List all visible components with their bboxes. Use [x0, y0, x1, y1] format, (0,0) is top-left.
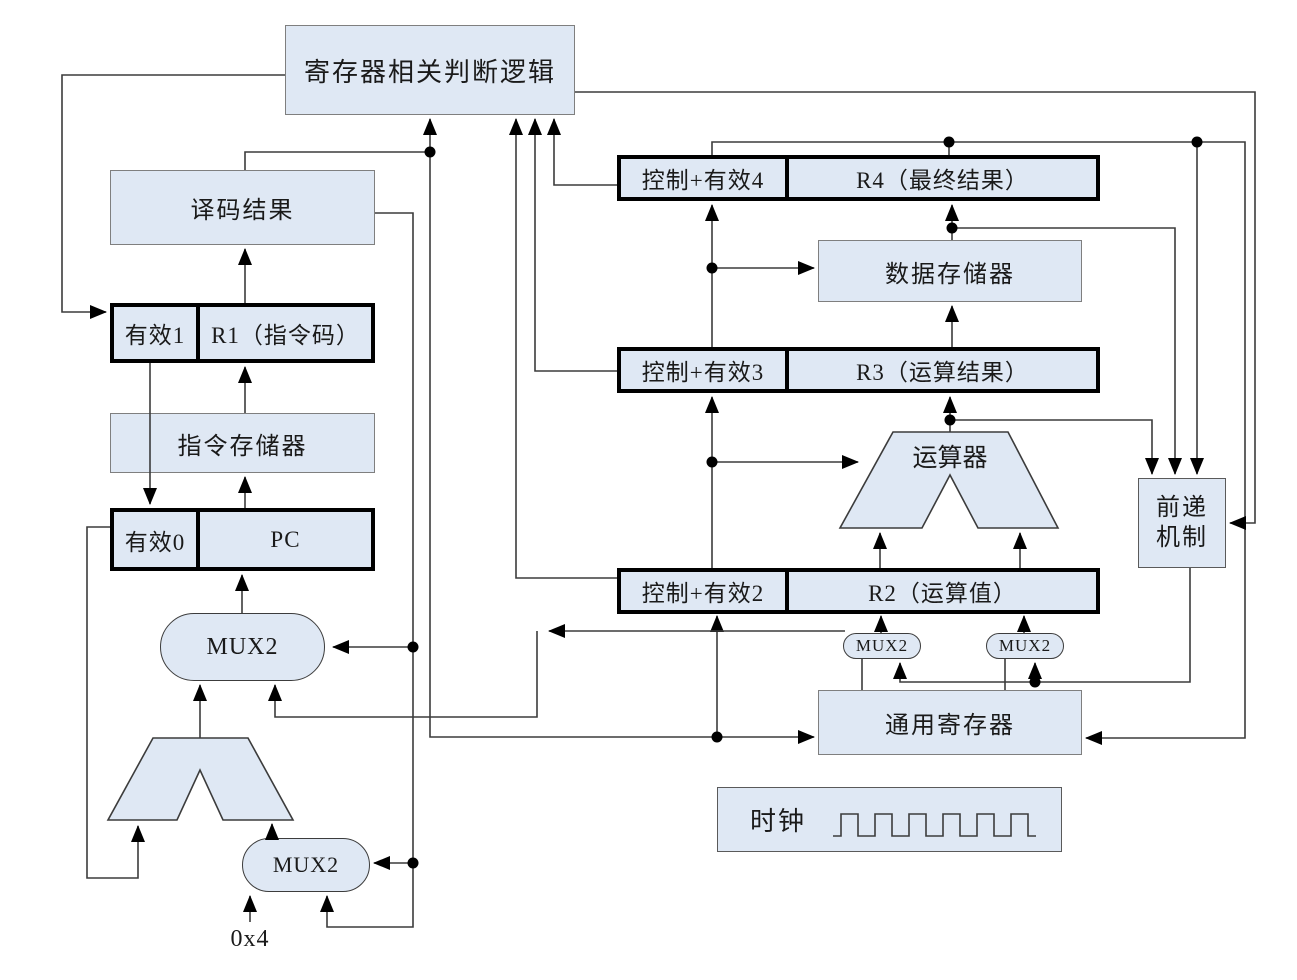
adder-shape — [106, 737, 295, 821]
ex-register: 控制+有效2 R2（运算值） — [617, 568, 1100, 614]
ctrl-valid4-cell: 控制+有效4 — [621, 159, 789, 197]
npc-mux: MUX2 — [242, 838, 370, 892]
ctrl-valid2-cell: 控制+有效2 — [621, 572, 789, 610]
pc-cell: PC — [270, 526, 301, 552]
r4-cell: R4（最终结果） — [856, 168, 1029, 193]
operand-mux-b: MUX2 — [986, 633, 1064, 659]
junction-dots — [407, 136, 1203, 869]
alu-shape — [838, 431, 1060, 529]
hazard-logic-box: 寄存器相关判断逻辑 — [285, 25, 575, 115]
wb-register: 控制+有效4 R4（最终结果） — [617, 155, 1100, 201]
register-file-box: 通用寄存器 — [818, 690, 1082, 755]
pc-register: 有效0 PC — [110, 508, 375, 571]
mem-register: 控制+有效3 R3（运算结果） — [617, 347, 1100, 393]
clock-label: 时钟 — [750, 807, 807, 836]
if-id-register: 有效1 R1（指令码） — [110, 303, 375, 363]
forwarding-line2: 机制 — [1156, 525, 1208, 551]
alu-label: 运算器 — [912, 444, 987, 472]
data-memory-box: 数据存储器 — [818, 240, 1082, 302]
pc-mux: MUX2 — [160, 613, 325, 681]
operand-mux-a: MUX2 — [843, 633, 921, 659]
valid0-cell: 有效0 — [114, 512, 200, 567]
instruction-memory-box: 指令存储器 — [110, 413, 375, 473]
decode-result-box: 译码结果 — [110, 170, 375, 245]
valid1-cell: 有效1 — [114, 307, 200, 359]
ctrl-valid3-cell: 控制+有效3 — [621, 351, 789, 389]
r1-cell: R1（指令码） — [211, 323, 360, 348]
r2-cell: R2（运算值） — [868, 581, 1017, 606]
r3-cell: R3（运算结果） — [856, 360, 1029, 385]
clock-box: 时钟 — [717, 787, 1062, 852]
forwarding-box: 前递 机制 — [1138, 478, 1226, 568]
forwarding-line1: 前递 — [1156, 495, 1208, 521]
const-0x4-label: 0x4 — [230, 925, 270, 952]
